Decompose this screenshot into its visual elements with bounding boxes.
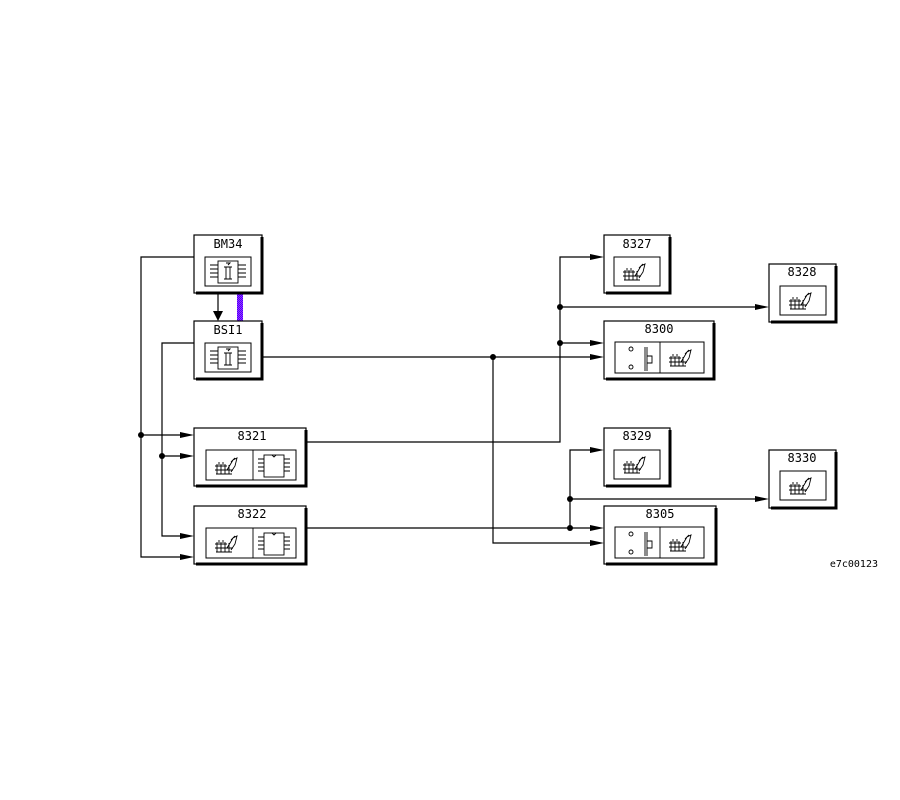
node-8327[interactable]: 8327	[603, 234, 672, 295]
node-label: 8330	[788, 451, 817, 465]
arrow-head	[590, 525, 604, 531]
junction-dot	[138, 432, 144, 438]
node-label: 8329	[623, 429, 652, 443]
node-8321[interactable]: 8321	[193, 427, 308, 488]
node-bsi1[interactable]: BSI1	[193, 320, 264, 381]
node-label: 8322	[238, 507, 267, 521]
node-bm34[interactable]: BM34	[193, 234, 264, 295]
icon-panel	[205, 449, 297, 481]
wire-bsi1-8305	[492, 357, 598, 544]
icon-panel	[614, 341, 705, 374]
arrow-head	[180, 554, 194, 560]
reference-code: e7c00123	[830, 559, 878, 570]
arrow-head	[213, 311, 223, 321]
icon-panel	[204, 342, 252, 373]
node-label: 8321	[238, 429, 267, 443]
arrow-head	[180, 453, 194, 459]
node-label: 8300	[645, 322, 674, 336]
wire-bm34-bus	[140, 256, 194, 558]
wire-8321-bus	[306, 256, 598, 443]
arrow-head	[590, 540, 604, 546]
node-label: BSI1	[214, 323, 243, 337]
node-8322[interactable]: 8322	[193, 505, 308, 566]
icon-panel	[205, 527, 297, 559]
icon-panel	[614, 526, 705, 559]
node-label: BM34	[214, 237, 243, 251]
arrow-head	[590, 340, 604, 346]
bus-link-bm34-bsi1	[237, 294, 243, 321]
arrow-head	[180, 432, 194, 438]
node-8300[interactable]: 8300	[603, 320, 716, 381]
node-8328[interactable]: 8328	[768, 263, 838, 324]
arrow-head	[590, 354, 604, 360]
arrow-heads	[180, 254, 769, 560]
node-label: 8327	[623, 237, 652, 251]
junction-dot	[557, 304, 563, 310]
icon-panel	[204, 256, 252, 287]
arrow-head	[180, 533, 194, 539]
node-label: 8305	[646, 507, 675, 521]
node-8329[interactable]: 8329	[603, 427, 672, 488]
junction-dot	[567, 496, 573, 502]
wires	[138, 254, 769, 560]
arrow-head	[590, 254, 604, 260]
arrow-head	[590, 447, 604, 453]
junction-dot	[557, 340, 563, 346]
arrow-head	[755, 304, 769, 310]
node-8305[interactable]: 8305	[603, 505, 718, 566]
arrow-head	[755, 496, 769, 502]
wire-bsi1-bus	[161, 342, 194, 537]
wire-8322-8329	[569, 449, 598, 528]
junction-dot	[567, 525, 573, 531]
node-label: 8328	[788, 265, 817, 279]
junction-dot	[159, 453, 165, 459]
node-8330[interactable]: 8330	[768, 449, 838, 510]
